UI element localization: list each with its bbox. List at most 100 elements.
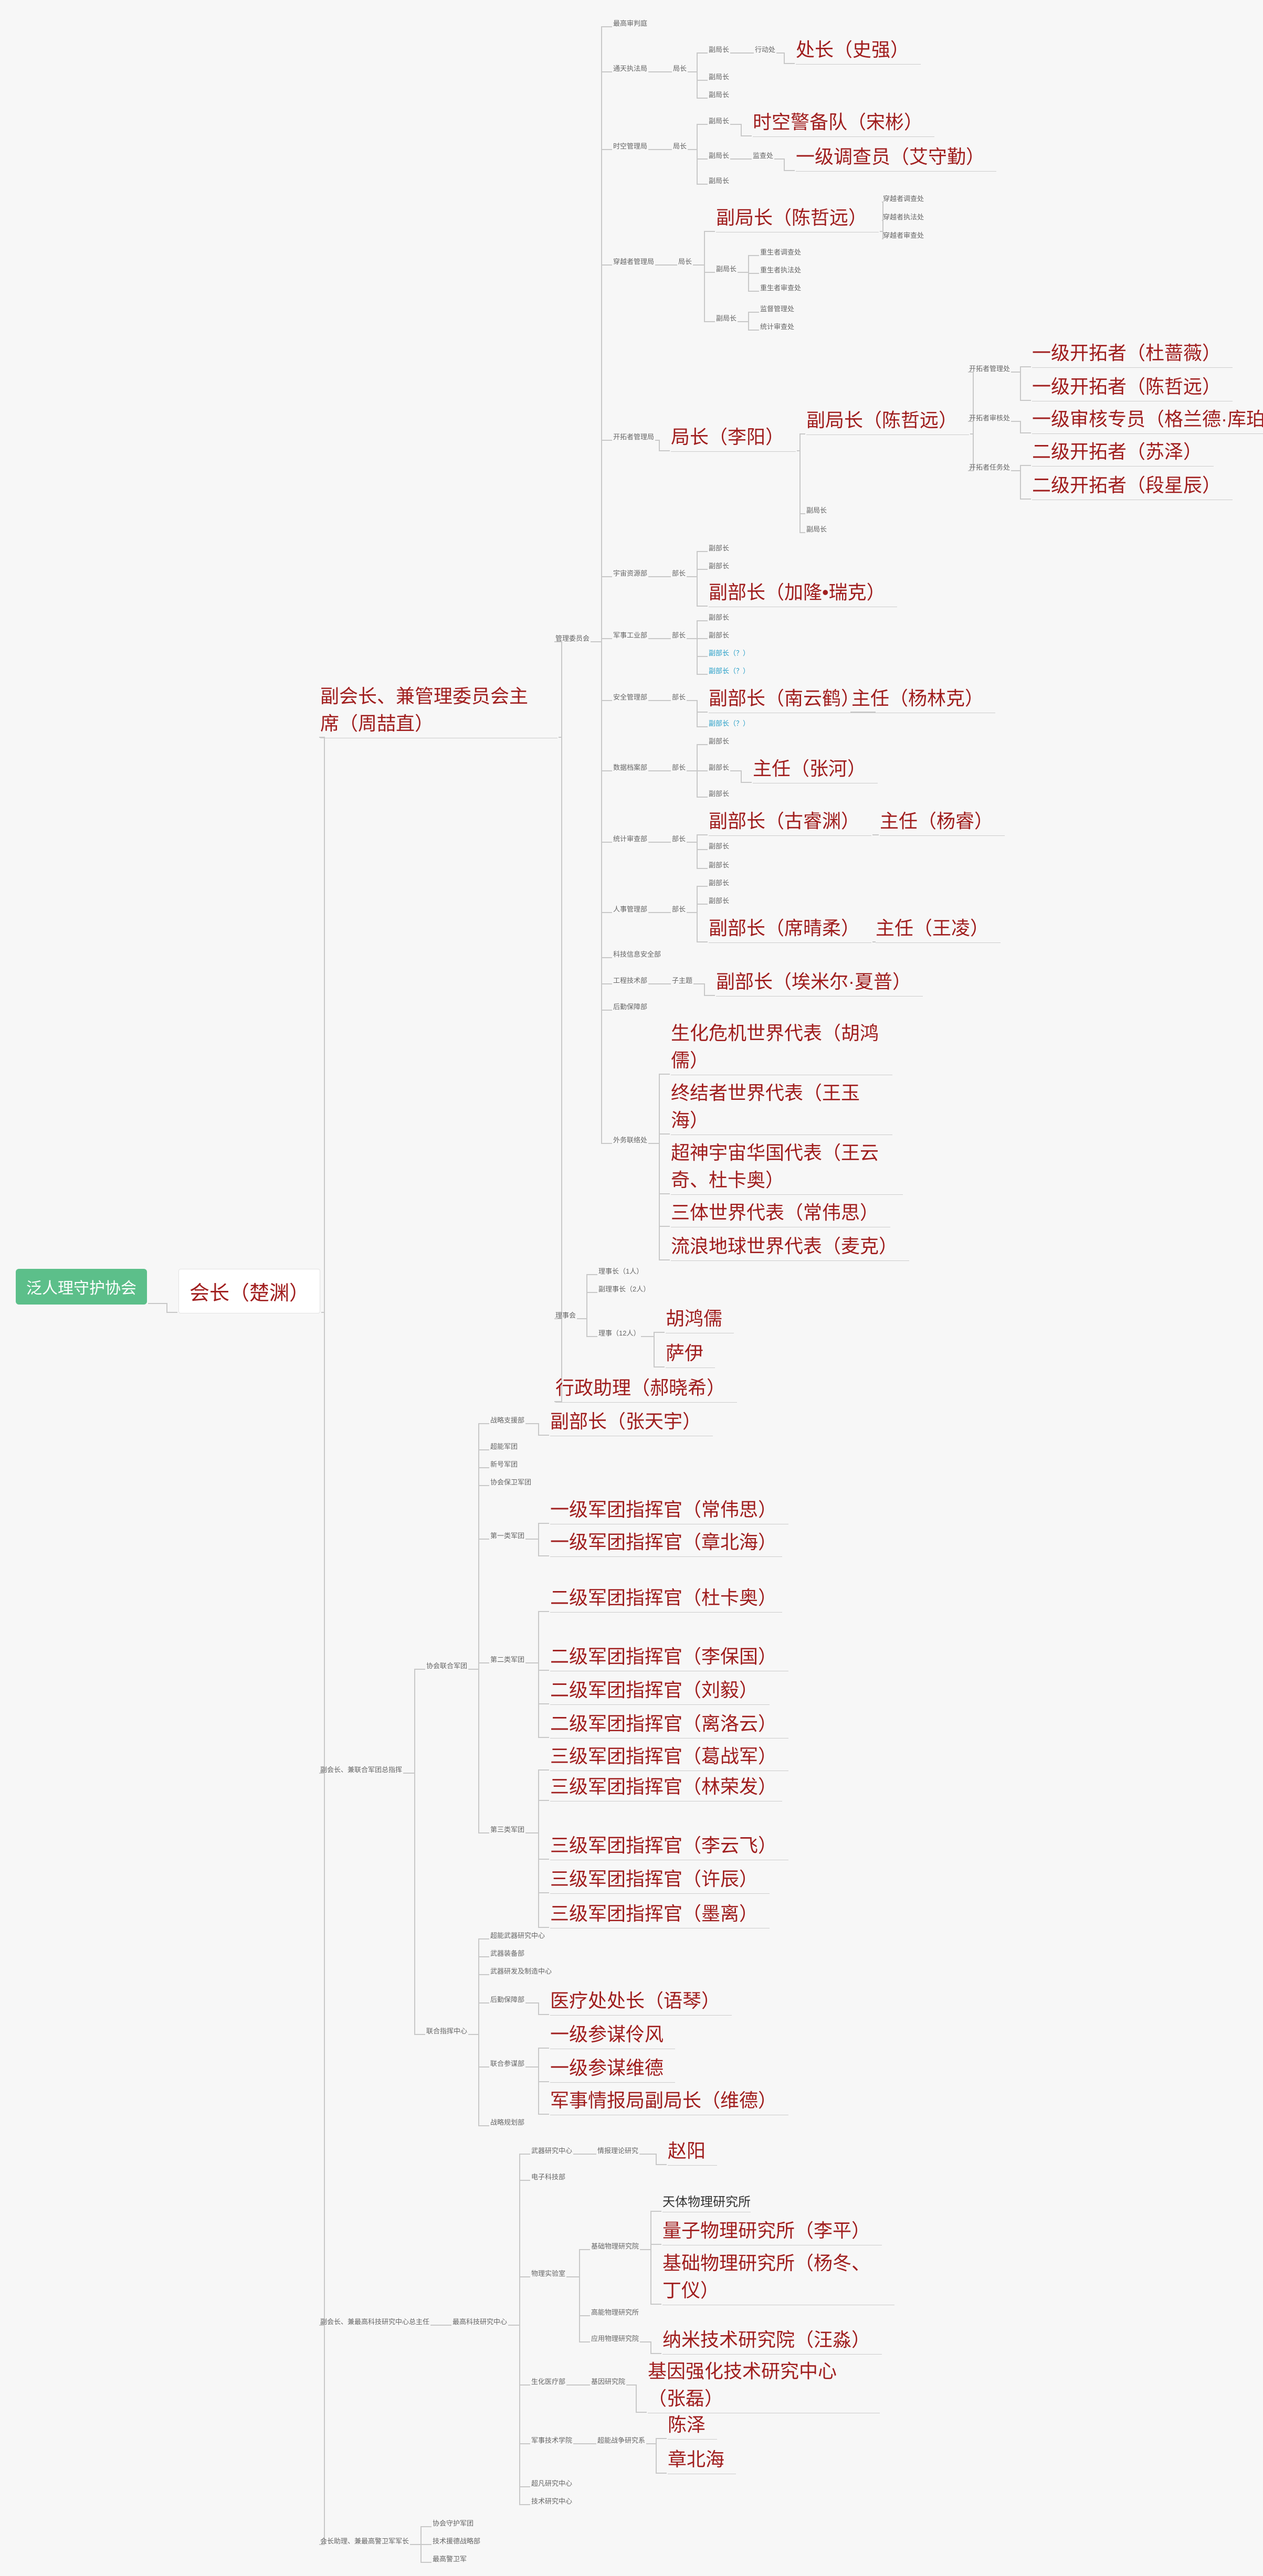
- pioneer2-b-node[interactable]: 二级开拓者（段星辰）: [1032, 470, 1233, 500]
- pioneer-deputy-3[interactable]: 副局长: [806, 525, 827, 533]
- hr-dept-node[interactable]: 人事管理部: [613, 905, 648, 913]
- military-industry-deputy-2[interactable]: 副部长: [709, 631, 730, 639]
- third-legion-node[interactable]: 第三类军团: [490, 1826, 525, 1833]
- spacetime-police-node[interactable]: 时空警备队（宋彬）: [753, 107, 935, 137]
- data-deputy-1[interactable]: 副部长: [709, 737, 730, 745]
- joint-staff-node[interactable]: 联合参谋部: [490, 2060, 525, 2068]
- hr-deputy-xi[interactable]: 副部长（席晴柔）: [709, 913, 872, 943]
- order-dept-role[interactable]: 局长: [673, 65, 687, 72]
- basic-physics-node[interactable]: 基础物理研究所（杨冬、丁仪）: [662, 2248, 894, 2305]
- academy-member-2[interactable]: 章北海: [668, 2444, 736, 2474]
- weapon-center-node[interactable]: 武器研究中心: [531, 2147, 573, 2155]
- pioneer1-a-node[interactable]: 一级开拓者（杜蔷薇）: [1032, 338, 1233, 368]
- traveler-dept-role[interactable]: 局长: [678, 258, 692, 266]
- physics-lab-node[interactable]: 物理实验室: [531, 2270, 566, 2277]
- traveler-sub-b-1[interactable]: 重生者调查处: [760, 248, 802, 256]
- rep-three-body[interactable]: 三体世界代表（常伟思）: [671, 1197, 891, 1227]
- defense-army-node[interactable]: 协会保卫军团: [490, 1478, 532, 1486]
- second-cmdr-2[interactable]: 二级军团指挥官（李保国）: [550, 1641, 789, 1671]
- traveler-deputy-chen[interactable]: 副局长（陈哲远）: [716, 203, 879, 232]
- nano-node[interactable]: 纳米技术研究院（汪淼）: [662, 2325, 882, 2355]
- guard-item-2[interactable]: 技术援德战略部: [433, 2537, 481, 2545]
- data-deputy-3[interactable]: 副部长: [709, 790, 730, 798]
- command-item-2[interactable]: 武器装备部: [490, 1949, 525, 1957]
- electronics-node[interactable]: 电子科技部: [531, 2173, 566, 2181]
- security-deputy-nan[interactable]: 副部长（南云鹤）: [709, 683, 872, 713]
- quantum-node[interactable]: 量子物理研究所（李平）: [662, 2215, 882, 2245]
- command-item-3[interactable]: 武器研发及制造中心: [490, 1967, 552, 1975]
- guard-item-3[interactable]: 最高警卫军: [433, 2555, 467, 2563]
- rep-wandering-earth[interactable]: 流浪地球世界代表（麦克）: [671, 1231, 910, 1261]
- security-deputy-q3[interactable]: 副部长（？）: [709, 719, 750, 727]
- joint-command-node[interactable]: 联合指挥中心: [426, 2027, 468, 2035]
- command-logistics-node[interactable]: 后勤保障部: [490, 1996, 525, 2003]
- rep-supergod[interactable]: 超神宇宙华国代表（王云奇、杜卡奥）: [671, 1138, 903, 1195]
- pioneer1-b-node[interactable]: 一级开拓者（陈哲远）: [1032, 372, 1233, 401]
- stats-director-node[interactable]: 主任（杨睿）: [880, 806, 1005, 836]
- resource-dept-role[interactable]: 部长: [672, 569, 686, 577]
- hr-dept-role[interactable]: 部长: [672, 905, 686, 913]
- traveler-sub-c-2[interactable]: 统计审查处: [760, 323, 795, 331]
- strategy-deputy-node[interactable]: 副部长（张天宇）: [550, 1406, 713, 1436]
- hr-deputy-1[interactable]: 副部长: [709, 879, 730, 887]
- traveler-dept-node[interactable]: 穿越者管理局: [613, 258, 655, 266]
- order-deputy-1[interactable]: 副局长: [709, 46, 730, 54]
- spacetime-dept-node[interactable]: 时空管理局: [613, 142, 648, 150]
- president-node[interactable]: 会长（楚渊）: [178, 1269, 321, 1313]
- traveler-deputy-2[interactable]: 副局长: [716, 265, 737, 273]
- engineering-dept-node[interactable]: 工程技术部: [613, 977, 648, 984]
- vp-management-node[interactable]: 副会长、兼管理委员会主席（周喆直）: [320, 681, 557, 738]
- stats-dept-node[interactable]: 统计审查部: [613, 835, 648, 843]
- rep-resident-evil[interactable]: 生化危机世界代表（胡鸿儒）: [671, 1018, 892, 1075]
- rep-terminator[interactable]: 终结者世界代表（王玉海）: [671, 1078, 892, 1135]
- second-cmdr-1[interactable]: 二级军团指挥官（杜卡奥）: [550, 1583, 782, 1613]
- tech-center-node[interactable]: 技术研究中心: [531, 2497, 573, 2505]
- security-dept-role[interactable]: 部长: [672, 693, 686, 701]
- pioneer-deputy-2[interactable]: 副局长: [806, 506, 827, 514]
- data-director-node[interactable]: 主任（张河）: [753, 754, 878, 783]
- super-research-node[interactable]: 超凡研究中心: [531, 2479, 573, 2487]
- engineering-sub-node[interactable]: 子主题: [672, 977, 693, 984]
- strategic-planning-node[interactable]: 战略规划部: [490, 2118, 525, 2126]
- second-cmdr-3[interactable]: 二级军团指挥官（刘毅）: [550, 1675, 770, 1705]
- gene-institute-node[interactable]: 基因研究院: [591, 2378, 626, 2386]
- traveler-sub-a-1[interactable]: 穿越者调查处: [883, 195, 924, 203]
- third-cmdr-1[interactable]: 三级军团指挥官（葛战军）: [550, 1741, 789, 1771]
- action-head-node[interactable]: 处长（史强）: [796, 35, 921, 65]
- pioneer-director-node[interactable]: 局长（李阳）: [671, 422, 796, 452]
- investigator-node[interactable]: 一级调查员（艾守勤）: [796, 142, 997, 172]
- pioneer-dept-node[interactable]: 开拓者管理局: [613, 433, 655, 441]
- pioneer-office-1[interactable]: 开拓者管理处: [969, 365, 1011, 373]
- military-industry-deputy-q1[interactable]: 副部长（？）: [709, 649, 750, 657]
- management-committee-node[interactable]: 管理委员会: [555, 634, 590, 642]
- board-directors[interactable]: 理事（12人）: [598, 1329, 640, 1337]
- research-center-node[interactable]: 最高科技研究中心: [452, 2318, 508, 2326]
- second-cmdr-4[interactable]: 二级军团指挥官（离洛云）: [550, 1709, 789, 1738]
- first-cmdr-2[interactable]: 一级军团指挥官（章北海）: [550, 1527, 782, 1557]
- data-dept-role[interactable]: 部长: [672, 764, 686, 771]
- stats-deputy-3[interactable]: 副部长: [709, 861, 730, 869]
- first-legion-node[interactable]: 第一类军团: [490, 1532, 525, 1540]
- command-item-1[interactable]: 超能武器研究中心: [490, 1932, 545, 1939]
- war-school-node[interactable]: 超能战争研究系: [597, 2436, 646, 2444]
- weapon-head-node[interactable]: 赵阳: [668, 2136, 718, 2166]
- basic-institute-node[interactable]: 基础物理研究院: [591, 2242, 639, 2250]
- security-dept-node[interactable]: 安全管理部: [613, 693, 648, 701]
- hr-deputy-2[interactable]: 副部长: [709, 897, 730, 905]
- spacetime-deputy-1[interactable]: 副局长: [709, 117, 730, 125]
- pioneer2-a-node[interactable]: 二级开拓者（苏泽）: [1032, 437, 1214, 467]
- pioneer-office-3[interactable]: 开拓者任务处: [969, 463, 1011, 471]
- air-army-node[interactable]: 超能军团: [490, 1443, 518, 1450]
- military-industry-dept-node[interactable]: 军事工业部: [613, 631, 648, 639]
- staff-member-1[interactable]: 一级参谋伶风: [550, 2019, 676, 2049]
- action-section-node[interactable]: 行动处: [755, 46, 776, 54]
- traveler-sub-b-3[interactable]: 重生者审查处: [760, 284, 802, 292]
- security-director-node[interactable]: 主任（杨林克）: [851, 683, 996, 713]
- traveler-sub-a-3[interactable]: 穿越者审查处: [883, 231, 924, 239]
- staff-member-2[interactable]: 一级参谋维德: [550, 2053, 676, 2083]
- resource-deputy-2[interactable]: 副部长: [709, 562, 730, 570]
- applied-institute-node[interactable]: 应用物理研究院: [591, 2335, 639, 2342]
- third-cmdr-2[interactable]: 三级军团指挥官（林荣发）: [550, 1772, 782, 1801]
- info-security-dept-node[interactable]: 科技信息安全部: [613, 950, 661, 958]
- reviewer-node[interactable]: 一级审核专员（格兰德·库珀）: [1032, 404, 1263, 434]
